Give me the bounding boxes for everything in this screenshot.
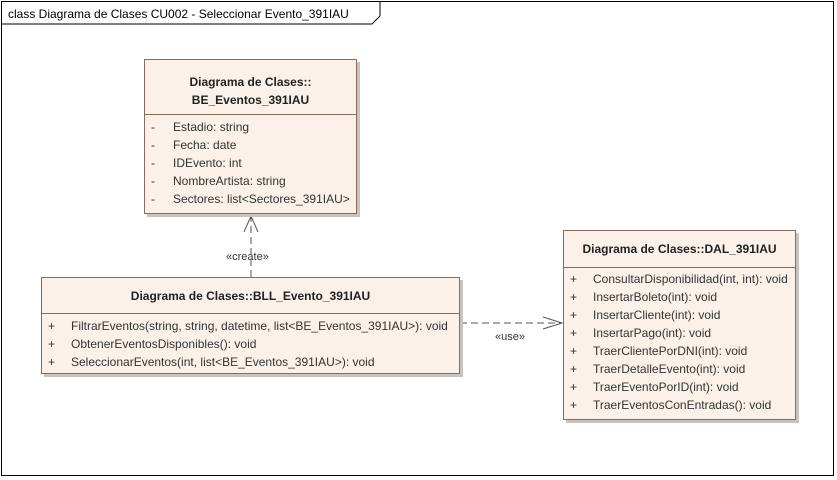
operation-row: +SeleccionarEventos(int, list<BE_Eventos… — [48, 355, 375, 369]
class-title: Diagrama de Clases::DAL_391IAU — [582, 242, 777, 256]
attribute-row: -IDEvento: int — [151, 156, 242, 170]
operation-row: +InsertarPago(int): void — [570, 326, 712, 340]
class-header: Diagrama de Clases:: BE_Eventos_391IAU — [145, 60, 356, 115]
create-dependency — [243, 214, 259, 277]
attribute-row: -Sectores: list<Sectores_391IAU> — [151, 192, 350, 206]
operation-row: +TraerDetalleEvento(int): void — [570, 362, 746, 376]
attributes-compartment: -Estadio: string -Fecha: date -IDEvento:… — [145, 115, 356, 208]
operation-row: +FiltrarEventos(string, string, datetime… — [48, 319, 448, 333]
attribute-row: -NombreArtista: string — [151, 174, 286, 188]
operation-row: +ConsultarDisponibilidad(int, int): void — [570, 272, 788, 286]
frame-title-tab: class Diagrama de Clases CU002 - Selecci… — [2, 2, 381, 25]
frame-tab-outline — [2, 2, 381, 25]
operation-row: +TraerClientePorDNI(int): void — [570, 344, 748, 358]
class-be-eventos[interactable]: Diagrama de Clases:: BE_Eventos_391IAU -… — [144, 59, 357, 214]
class-title: Diagrama de Clases::BLL_Evento_391IAU — [130, 289, 371, 303]
operation-row: +TraerEventoPorID(int): void — [570, 380, 739, 394]
use-dependency — [460, 316, 564, 330]
class-bll-evento[interactable]: Diagrama de Clases::BLL_Evento_391IAU +F… — [41, 277, 460, 374]
use-label: «use» — [495, 331, 525, 343]
class-header: Diagrama de Clases::DAL_391IAU — [564, 231, 795, 268]
create-label: «create» — [226, 251, 269, 263]
operations-compartment: +ConsultarDisponibilidad(int, int): void… — [564, 268, 795, 414]
attribute-row: -Estadio: string — [151, 120, 250, 134]
operation-row: +TraerEventosConEntradas(): void — [570, 398, 772, 412]
diagram-title: class Diagrama de Clases CU002 - Selecci… — [8, 7, 349, 21]
attribute-row: -Fecha: date — [151, 138, 237, 152]
operations-compartment: +FiltrarEventos(string, string, datetime… — [42, 314, 459, 371]
class-title-line2: BE_Eventos_391IAU — [191, 93, 310, 107]
operation-row: +InsertarBoleto(int): void — [570, 290, 718, 304]
class-title-line1: Diagrama de Clases:: — [189, 75, 312, 89]
operation-row: +ObtenerEventosDisponibles(): void — [48, 337, 257, 351]
class-header: Diagrama de Clases::BLL_Evento_391IAU — [42, 278, 459, 314]
operation-row: +InsertarCliente(int): void — [570, 308, 721, 322]
class-dal[interactable]: Diagrama de Clases::DAL_391IAU +Consulta… — [563, 230, 796, 420]
